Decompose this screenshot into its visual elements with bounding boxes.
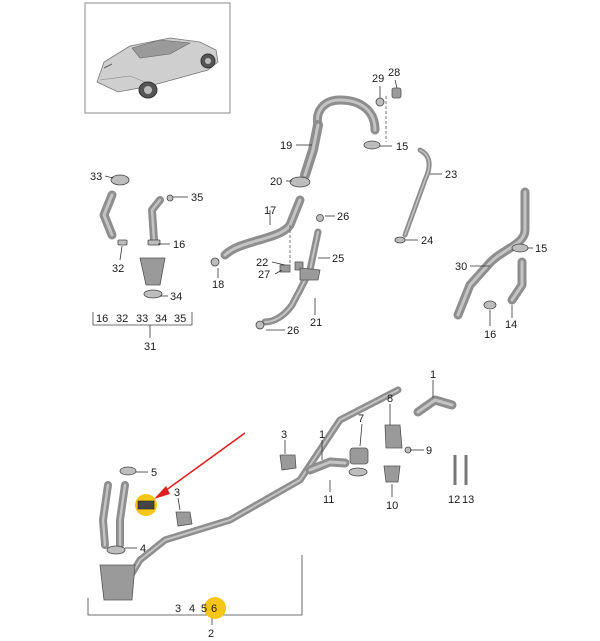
group-2-item-5: 5 (201, 603, 207, 615)
callout-12: 12 (448, 494, 460, 506)
callout-33: 33 (90, 171, 102, 183)
hose-assembly-17-25 (210, 195, 324, 330)
group-31-item-33: 33 (136, 313, 148, 325)
callout-7: 7 (358, 413, 364, 425)
callout-9: 9 (426, 445, 432, 457)
callout-5: 5 (151, 467, 157, 479)
hose-assembly-30 (453, 187, 530, 320)
hose-23 (394, 147, 432, 244)
callout-35: 35 (191, 192, 203, 204)
callout-32: 32 (112, 263, 124, 275)
callout-29: 29 (372, 73, 384, 85)
group-2-item-4: 4 (189, 603, 195, 615)
callout-21: 21 (310, 317, 322, 329)
group-2-legend: 3 4 5 6 (175, 597, 226, 619)
callout-8: 8 (387, 393, 393, 405)
callout-20: 20 (270, 176, 282, 188)
red-arrow (157, 432, 246, 497)
group-31-label: 31 (144, 341, 156, 353)
callout-19: 19 (280, 140, 292, 152)
callout-25: 25 (332, 253, 344, 265)
highlighted-part-6 (135, 432, 246, 516)
callout-11: 11 (323, 494, 334, 506)
callout-17: 17 (264, 205, 276, 217)
callout-13: 13 (462, 494, 474, 506)
group-31-item-35: 35 (174, 313, 186, 325)
callout-3b: 3 (174, 487, 180, 499)
group-31-legend: 16 32 33 34 35 31 (96, 313, 186, 353)
callout-labels: 28 29 19 15 23 20 24 33 35 17 26 16 22 2… (90, 67, 547, 640)
callout-3: 3 (281, 429, 287, 441)
lower-pipe-assembly (87, 386, 468, 625)
callout-23: 23 (445, 169, 457, 181)
callout-26b: 26 (287, 325, 299, 337)
callout-24: 24 (421, 235, 433, 247)
callout-10: 10 (386, 500, 398, 512)
upper-hose-assembly (289, 87, 402, 188)
callout-28: 28 (388, 67, 400, 79)
callout-18: 18 (212, 279, 224, 291)
callout-2: 2 (208, 628, 214, 640)
group-31-item-34: 34 (155, 313, 167, 325)
callout-1b: 1 (319, 429, 325, 441)
group-2-item-3: 3 (175, 603, 181, 615)
callout-16b: 16 (484, 329, 496, 341)
callout-4: 4 (140, 543, 146, 555)
callout-26: 26 (337, 211, 349, 223)
callout-22: 22 (256, 257, 268, 269)
group-2-item-6: 6 (211, 603, 217, 615)
callout-30: 30 (455, 261, 467, 273)
callout-1: 1 (430, 369, 436, 381)
callout-15: 15 (396, 141, 408, 153)
highlight-circle-6 (204, 597, 226, 619)
callout-16: 16 (173, 239, 185, 251)
callout-15b: 15 (535, 243, 547, 255)
group-31-item-32: 32 (116, 313, 128, 325)
red-arrowhead (154, 486, 170, 499)
callout-27: 27 (258, 269, 270, 281)
car-thumbnail (84, 2, 231, 114)
callout-34: 34 (170, 291, 182, 303)
callout-14: 14 (505, 319, 517, 331)
part-6-marker (137, 500, 155, 510)
hose-group-31 (92, 174, 193, 338)
group-31-item-16: 16 (96, 313, 108, 325)
leader-lines (104, 79, 533, 549)
